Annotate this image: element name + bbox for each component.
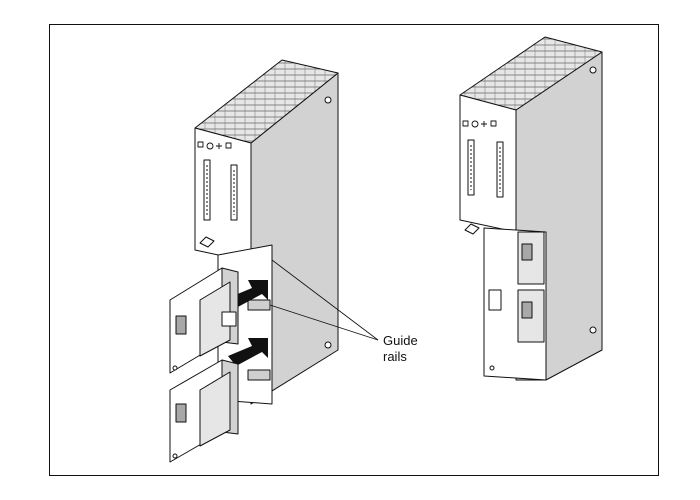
module-connector-lower — [175, 403, 187, 423]
guide-rail-upper — [247, 299, 271, 311]
power-supply-unit-right — [459, 36, 603, 381]
terminal-strip-right-b — [496, 141, 504, 198]
module-connector-upper — [175, 315, 187, 335]
ground-screw-icon-right — [464, 223, 480, 235]
mount-hole-top-icon — [324, 96, 332, 104]
guide-rails-label-line1: Guide — [383, 333, 418, 348]
expansion-module-upper — [169, 267, 239, 374]
mount-hole-bottom-icon — [324, 341, 332, 349]
terminal-strip-right-a — [467, 139, 475, 196]
expansion-module-lower — [169, 359, 239, 463]
guide-rails-leader-lines — [269, 259, 379, 341]
led-screw-plus-led-icon — [197, 141, 232, 150]
guide-rail-lower — [247, 369, 271, 381]
terminal-strip-left-b — [230, 164, 238, 221]
mount-hole-right-bottom-icon — [589, 326, 597, 334]
insert-arrow-lower-icon — [228, 338, 268, 366]
led-screw-plus-led-icon-right — [462, 120, 497, 128]
figure-border — [49, 24, 659, 476]
ground-screw-icon — [199, 236, 215, 248]
guide-rails-label-line2: rails — [383, 349, 407, 364]
mount-hole-right-top-icon — [589, 66, 597, 74]
